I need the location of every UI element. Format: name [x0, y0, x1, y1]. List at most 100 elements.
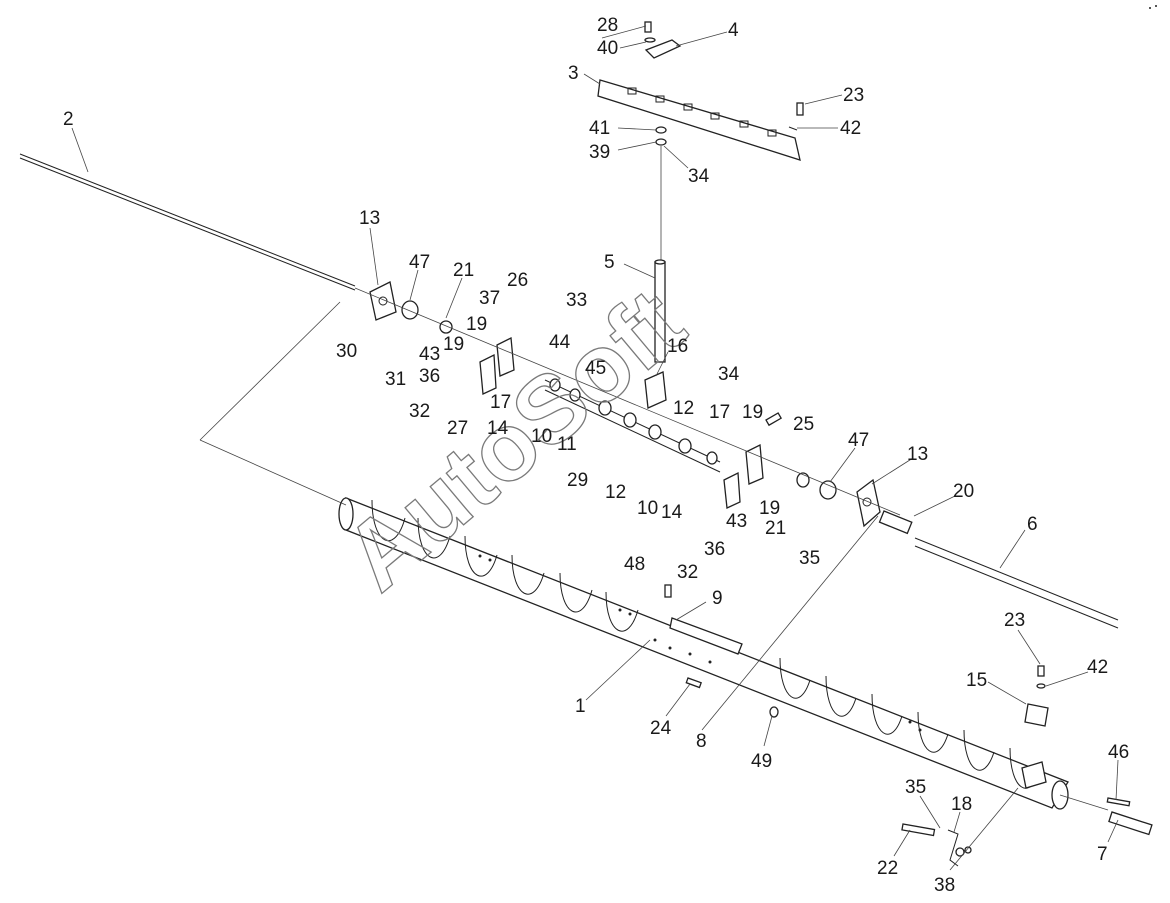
callout-16: 16	[667, 336, 688, 357]
bolt-22	[901, 823, 936, 837]
callout-22: 22	[877, 858, 898, 879]
rod-5	[654, 146, 666, 363]
callout-42: 42	[1087, 657, 1108, 678]
bearing-47-right	[819, 480, 837, 500]
watermark: AutoSoft	[325, 269, 704, 611]
callout-41: 41	[589, 118, 610, 139]
callout-12: 12	[673, 398, 694, 419]
bolt-23-bottom	[1036, 665, 1046, 689]
callout-34: 34	[688, 166, 710, 187]
callout-49: 49	[751, 751, 772, 772]
callout-7: 7	[1097, 844, 1108, 865]
nut-49	[769, 706, 779, 718]
callout-13: 13	[359, 208, 380, 229]
callout-19: 19	[466, 314, 487, 335]
callout-2: 2	[63, 109, 74, 130]
callout-23: 23	[1004, 610, 1025, 631]
callout-32: 32	[409, 401, 430, 422]
callout-27: 27	[447, 418, 468, 439]
callout-31: 31	[385, 369, 406, 390]
shaft-2	[19, 153, 356, 291]
callout-3: 3	[568, 63, 579, 84]
finger-shaft-10	[544, 378, 721, 473]
callout-46: 46	[1108, 742, 1129, 763]
callout-32: 32	[677, 562, 698, 583]
callout-10: 10	[531, 426, 552, 447]
bushing-21-left	[439, 320, 453, 334]
callout-21: 21	[765, 518, 786, 539]
washers-41-39	[655, 126, 667, 146]
callout-19: 19	[759, 498, 780, 519]
crank-19-right	[723, 443, 764, 509]
callout-35: 35	[799, 548, 820, 569]
callout-6: 6	[1027, 514, 1038, 535]
callout-17: 17	[490, 392, 511, 413]
callout-14: 14	[487, 418, 509, 439]
callout-37: 37	[479, 288, 500, 309]
callout-38: 38	[934, 875, 955, 896]
callout-35: 35	[905, 777, 926, 798]
callout-40: 40	[597, 38, 618, 59]
callout-labels: 28 40 4 3 23 42 41 39 34 2 13 47 21 26 3…	[63, 15, 1129, 896]
callout-24: 24	[650, 718, 672, 739]
callout-12: 12	[605, 482, 626, 503]
sleeve-20	[878, 510, 913, 535]
callout-13: 13	[907, 444, 928, 465]
finger-holes	[478, 554, 922, 732]
cover-plate-9	[669, 617, 743, 655]
callout-34: 34	[718, 364, 740, 385]
crank-19-left	[479, 336, 515, 395]
callout-14: 14	[661, 502, 683, 523]
callout-33: 33	[566, 290, 587, 311]
callout-4: 4	[728, 20, 739, 41]
callout-29: 29	[567, 470, 588, 491]
callout-9: 9	[712, 588, 723, 609]
callout-43: 43	[726, 511, 747, 532]
callout-47: 47	[409, 252, 430, 273]
pin-25	[765, 412, 783, 427]
callout-36: 36	[704, 539, 725, 560]
callout-10: 10	[637, 498, 658, 519]
callout-23: 23	[843, 85, 864, 106]
callout-47: 47	[848, 430, 869, 451]
lever-18	[947, 829, 972, 867]
window-cover-15	[1021, 703, 1049, 789]
callout-1: 1	[575, 696, 586, 717]
auger-flights-left	[371, 499, 639, 632]
callout-19: 19	[443, 334, 464, 355]
callout-19: 19	[742, 402, 763, 423]
callout-21: 21	[453, 260, 474, 281]
callout-30: 30	[336, 341, 357, 362]
clamp-4	[644, 21, 682, 59]
bolt-48	[664, 584, 672, 598]
leader-lines	[71, 25, 1119, 871]
bushing-21-right	[796, 472, 810, 488]
callout-36: 36	[419, 366, 440, 387]
callout-17: 17	[709, 402, 730, 423]
callout-28: 28	[597, 15, 618, 36]
callout-25: 25	[793, 414, 814, 435]
callout-48: 48	[624, 554, 645, 575]
guide-plate-3	[597, 79, 801, 161]
bolt-24	[685, 677, 702, 689]
callout-11: 11	[557, 434, 577, 455]
bolt-23-top	[788, 102, 804, 131]
callout-44: 44	[549, 332, 571, 353]
corner-mark	[1149, 5, 1157, 9]
bearing-housing-13-right	[856, 478, 881, 528]
callout-18: 18	[951, 794, 972, 815]
shaft-6	[914, 537, 1119, 629]
callout-26: 26	[507, 270, 528, 291]
callout-8: 8	[696, 731, 707, 752]
bearing-47-left	[401, 300, 419, 320]
bearing-housing-13-left	[369, 281, 397, 321]
stub-shaft-7	[1106, 797, 1153, 836]
callout-5: 5	[604, 252, 615, 273]
callout-43: 43	[419, 344, 440, 365]
callout-45: 45	[585, 358, 606, 379]
callout-39: 39	[589, 142, 610, 163]
assembly-axis-lines	[199, 287, 1109, 811]
callout-15: 15	[966, 670, 987, 691]
callout-42: 42	[840, 118, 861, 139]
